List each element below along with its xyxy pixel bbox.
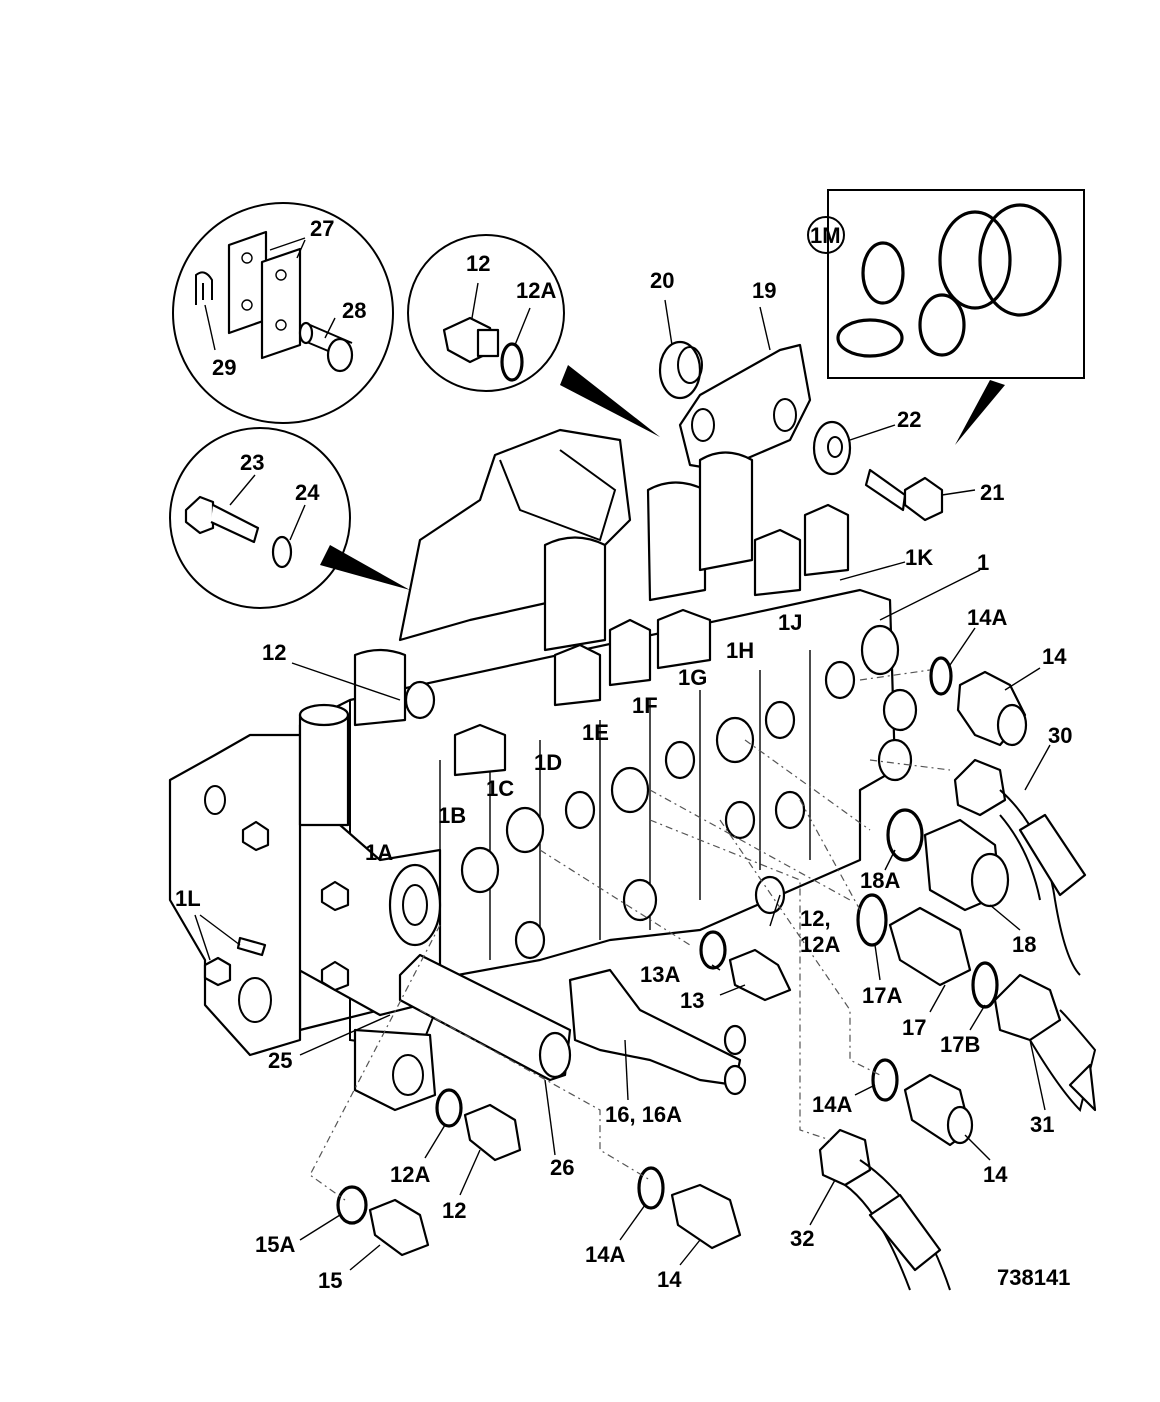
valve-assembly xyxy=(168,340,944,1112)
label-15: 15 xyxy=(318,1268,342,1293)
label-1M: 1M xyxy=(810,223,841,248)
label-14A-a: 14A xyxy=(967,605,1007,630)
label-16-16A: 16, 16A xyxy=(605,1102,682,1127)
assembly-guide-lines xyxy=(309,669,951,1201)
label-1F: 1F xyxy=(632,693,658,718)
label-1K: 1K xyxy=(905,545,933,570)
label-22: 22 xyxy=(897,407,921,432)
label-13: 13 xyxy=(680,988,704,1013)
label-1B: 1B xyxy=(438,803,466,828)
label-1C: 1C xyxy=(486,776,514,801)
label-12-c: 12 xyxy=(442,1198,466,1223)
callout-labels: 1 1A 1B 1C 1D 1E 1F 1G 1H 1J 1K 1L 1M 12… xyxy=(175,216,1072,1293)
label-12-a: 12 xyxy=(262,640,286,665)
label-1G: 1G xyxy=(678,665,707,690)
leader-lines xyxy=(194,299,1051,1271)
label-19: 19 xyxy=(752,278,776,303)
label-29: 29 xyxy=(212,355,236,380)
figure-number: 738141 xyxy=(997,1265,1070,1290)
label-17B: 17B xyxy=(940,1032,980,1057)
label-31: 31 xyxy=(1030,1112,1054,1137)
label-15A: 15A xyxy=(255,1232,295,1257)
inset-plug-seal xyxy=(407,234,660,437)
label-1D: 1D xyxy=(534,750,562,775)
label-26: 26 xyxy=(550,1155,574,1180)
label-14A-b: 14A xyxy=(812,1092,852,1117)
label-18: 18 xyxy=(1012,932,1036,957)
inset-plates-pin xyxy=(172,202,394,424)
label-1H: 1H xyxy=(726,638,754,663)
label-17A: 17A xyxy=(862,983,902,1008)
label-13A: 13A xyxy=(640,962,680,987)
label-12A-a: 12A xyxy=(516,278,556,303)
label-12A-b: 12A xyxy=(390,1162,430,1187)
label-14-a: 14 xyxy=(1042,644,1067,669)
label-1L: 1L xyxy=(175,886,201,911)
label-1A: 1A xyxy=(365,840,393,865)
inset-seal-kit xyxy=(807,189,1085,445)
label-18A: 18A xyxy=(860,868,900,893)
label-23: 23 xyxy=(240,450,264,475)
label-24: 24 xyxy=(295,480,320,505)
label-17: 17 xyxy=(902,1015,926,1040)
label-14A-c: 14A xyxy=(585,1242,625,1267)
label-14-c: 14 xyxy=(657,1267,682,1292)
port-fittings xyxy=(404,624,918,960)
loose-fittings xyxy=(203,656,1097,1291)
label-20: 20 xyxy=(650,268,674,293)
label-25: 25 xyxy=(268,1048,292,1073)
inset-bolt-washer xyxy=(169,427,410,609)
label-27: 27 xyxy=(310,216,334,241)
label-12-12A-line2: 12A xyxy=(800,932,840,957)
label-1J: 1J xyxy=(778,610,802,635)
label-21: 21 xyxy=(980,480,1004,505)
label-1: 1 xyxy=(977,550,989,575)
label-14-b: 14 xyxy=(983,1162,1008,1187)
label-30: 30 xyxy=(1048,723,1072,748)
label-1E: 1E xyxy=(582,720,609,745)
label-28: 28 xyxy=(342,298,366,323)
label-32: 32 xyxy=(790,1226,814,1251)
label-12-b: 12 xyxy=(466,251,490,276)
label-12-12A-line1: 12, xyxy=(800,906,831,931)
